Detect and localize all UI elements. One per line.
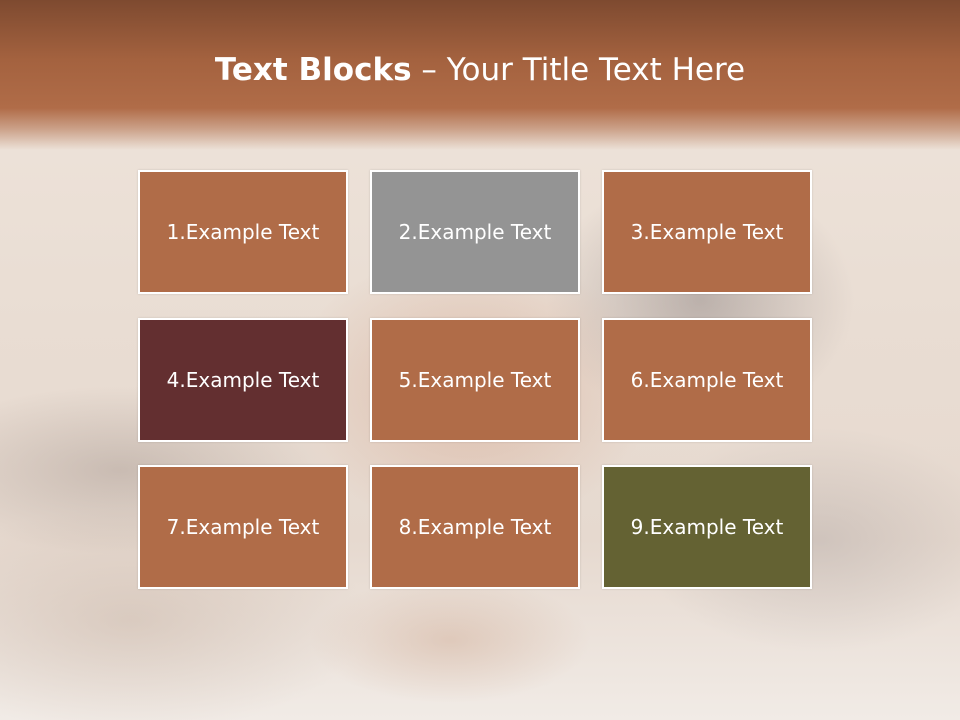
title-bold-part: Text Blocks [214, 52, 412, 88]
text-block-2[interactable]: 2.Example Text [370, 170, 580, 294]
text-block-label: 1.Example Text [166, 220, 320, 244]
text-block-label: 8.Example Text [398, 515, 552, 539]
text-block-1[interactable]: 1.Example Text [138, 170, 348, 294]
slide-title: Text Blocks – Your Title Text Here [0, 52, 960, 88]
text-block-7[interactable]: 7.Example Text [138, 465, 348, 589]
text-block-4[interactable]: 4.Example Text [138, 318, 348, 442]
text-block-9[interactable]: 9.Example Text [602, 465, 812, 589]
title-rest-part: Your Title Text Here [446, 52, 746, 88]
text-block-label: 9.Example Text [630, 515, 784, 539]
text-block-grid: 1.Example Text 2.Example Text 3.Example … [138, 170, 816, 594]
text-block-5[interactable]: 5.Example Text [370, 318, 580, 442]
text-block-8[interactable]: 8.Example Text [370, 465, 580, 589]
text-block-label: 2.Example Text [398, 220, 552, 244]
text-block-label: 7.Example Text [166, 515, 320, 539]
text-block-3[interactable]: 3.Example Text [602, 170, 812, 294]
text-block-label: 6.Example Text [630, 368, 784, 392]
text-block-label: 3.Example Text [630, 220, 784, 244]
text-block-6[interactable]: 6.Example Text [602, 318, 812, 442]
text-block-label: 5.Example Text [398, 368, 552, 392]
text-block-label: 4.Example Text [166, 368, 320, 392]
title-bar [0, 0, 960, 150]
title-separator: – [411, 52, 447, 88]
